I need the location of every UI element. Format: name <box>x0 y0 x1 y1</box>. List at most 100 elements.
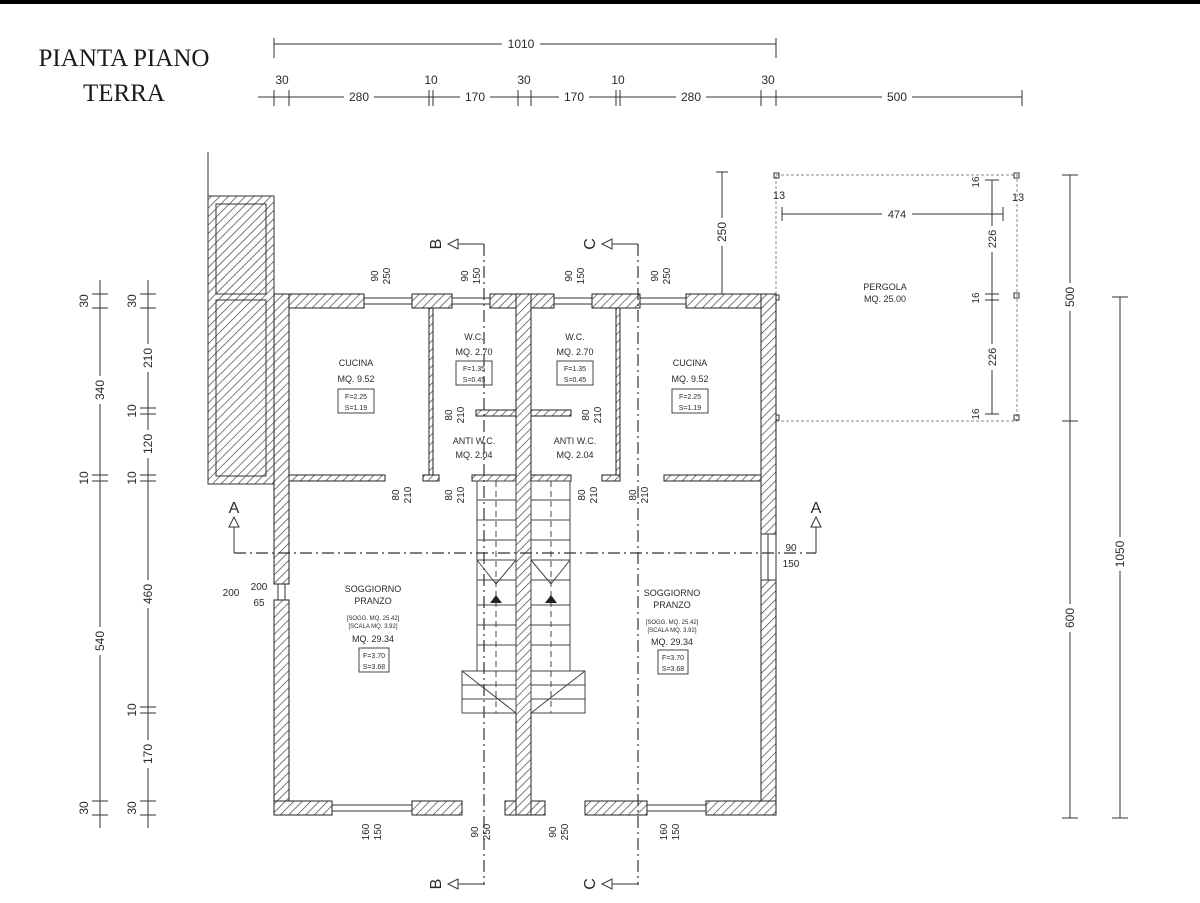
pergola: 474 13 13 226 226 16 16 16 PERGOLA MQ. 2… <box>773 172 1024 422</box>
section-b-top: B <box>428 239 445 250</box>
dim-left-inner-g: 10 <box>125 703 139 717</box>
dim-right-b: 600 <box>1063 608 1077 628</box>
dim-left-inner-d: 120 <box>141 434 155 454</box>
opening-label: 210 <box>456 406 467 423</box>
pergola-h2: 226 <box>987 348 999 366</box>
opening-dimensions: 90 250 90 150 90 150 90 250 80 210 80 21… <box>223 267 800 840</box>
room-ratio-s: S=0.45 <box>564 377 586 384</box>
dim-left-a: 30 <box>77 294 91 308</box>
opening-label: 250 <box>560 823 571 840</box>
room-area: MQ. 2.70 <box>455 347 492 357</box>
section-lines <box>234 244 816 885</box>
opening-label: 80 <box>391 489 402 501</box>
opening-label: 80 <box>628 489 639 501</box>
opening-label: 90 <box>470 826 481 838</box>
room-name-2: PRANZO <box>354 596 392 606</box>
room-anti-wc-right: ANTI W.C. MQ. 2.04 <box>554 436 597 460</box>
dim-right-c: 1050 <box>1113 540 1127 567</box>
left-dimension-labels: 30 340 10 540 30 30 210 10 120 10 460 10… <box>77 294 155 815</box>
room-name-2: PRANZO <box>653 600 691 610</box>
dim-right-d: 250 <box>715 222 729 242</box>
dim-left-c: 10 <box>77 471 91 485</box>
pergola-area: MQ. 25.00 <box>864 294 906 304</box>
pergola-s2: 16 <box>971 292 982 304</box>
room-sub-1: [SOGG. MQ. 25.42] <box>347 616 400 622</box>
opening-label: 210 <box>589 486 600 503</box>
room-area: MQ. 2.04 <box>556 450 593 460</box>
section-b-bottom: B <box>428 879 445 890</box>
pergola-s1: 16 <box>971 176 982 188</box>
top-border <box>0 0 1200 4</box>
room-ratio-s: S=1.19 <box>345 405 367 412</box>
dim-left-inner-h: 170 <box>141 744 155 764</box>
opening-label: 210 <box>640 486 651 503</box>
room-name: ANTI W.C. <box>453 436 496 446</box>
room-anti-wc-left: ANTI W.C. MQ. 2.04 <box>453 436 496 460</box>
opening-label: 150 <box>373 823 384 840</box>
dim-left-inner-f: 460 <box>141 584 155 604</box>
room-ratio-s: S=0.45 <box>463 377 485 384</box>
room-ratio-f: F=3.70 <box>662 655 684 662</box>
opening-label: 210 <box>456 486 467 503</box>
opening-label: 65 <box>253 598 265 609</box>
room-area: MQ. 29.34 <box>352 634 394 644</box>
opening-label: 150 <box>472 267 483 284</box>
staircase-right <box>530 480 586 714</box>
section-a-left: A <box>229 500 240 517</box>
dim-top-2: 280 <box>349 90 369 104</box>
dim-top-4: 170 <box>465 90 485 104</box>
opening-label: 210 <box>593 406 604 423</box>
windows <box>277 297 777 812</box>
dim-left-inner-c: 10 <box>125 404 139 418</box>
opening-label: 150 <box>783 559 800 570</box>
room-sub-2: [SCALA MQ. 3.92] <box>348 624 397 630</box>
section-markers <box>228 238 822 890</box>
room-wc-left: W.C. MQ. 2.70 F=1.35 S=0.45 <box>455 332 493 386</box>
room-ratio-f: F=1.35 <box>463 366 485 373</box>
room-area: MQ. 2.70 <box>556 347 593 357</box>
dim-top-7: 10 <box>611 73 625 87</box>
opening-label: 90 <box>370 270 381 282</box>
room-area: MQ. 9.52 <box>337 374 374 384</box>
opening-label: 90 <box>548 826 559 838</box>
dim-left-inner-e: 10 <box>125 471 139 485</box>
room-area: MQ. 2.04 <box>455 450 492 460</box>
dim-left-inner-i: 30 <box>125 801 139 815</box>
opening-label: 90 <box>650 270 661 282</box>
dim-left-d: 540 <box>93 631 107 651</box>
top-dimension-labels: 1010 30 280 10 170 30 170 10 280 30 500 <box>275 37 912 104</box>
opening-label: 80 <box>581 409 592 421</box>
room-soggiorno-left: SOGGIORNO PRANZO [SOGG. MQ. 25.42] [SCAL… <box>345 584 401 673</box>
plan-title-line2: TERRA <box>83 80 165 107</box>
pergola-margin-right: 13 <box>1012 192 1024 204</box>
opening-label: 150 <box>576 267 587 284</box>
room-ratio-s: S=1.19 <box>679 405 701 412</box>
opening-label: 160 <box>361 823 372 840</box>
room-area: MQ. 29.34 <box>651 637 693 647</box>
room-ratio-f: F=2.25 <box>679 394 701 401</box>
opening-label: 210 <box>403 486 414 503</box>
room-name: W.C. <box>565 332 585 342</box>
dim-left-b: 340 <box>93 380 107 400</box>
section-a-right: A <box>811 500 822 517</box>
dim-top-6: 170 <box>564 90 584 104</box>
room-soggiorno-right: SOGGIORNO PRANZO [SOGG. MQ. 25.42] [SCAL… <box>644 588 700 675</box>
pergola-label: PERGOLA <box>863 282 907 292</box>
room-wc-right: W.C. MQ. 2.70 F=1.35 S=0.45 <box>556 332 594 386</box>
dim-top-10: 500 <box>887 90 907 104</box>
room-ratio-s: S=3.68 <box>662 666 684 673</box>
exterior-walls <box>273 293 777 816</box>
opening-label: 90 <box>564 270 575 282</box>
opening-label: 80 <box>444 409 455 421</box>
room-ratio-f: F=1.35 <box>564 366 586 373</box>
opening-label: 200 <box>251 582 268 593</box>
dim-left-e: 30 <box>77 801 91 815</box>
room-name: CUCINA <box>673 358 708 368</box>
room-cucina-left: CUCINA MQ. 9.52 F=2.25 S=1.19 <box>337 358 375 414</box>
opening-label: 80 <box>444 489 455 501</box>
opening-label: 200 <box>223 588 240 599</box>
dim-total-width: 1010 <box>508 37 535 51</box>
section-c-top: C <box>582 238 599 250</box>
dim-top-8: 280 <box>681 90 701 104</box>
